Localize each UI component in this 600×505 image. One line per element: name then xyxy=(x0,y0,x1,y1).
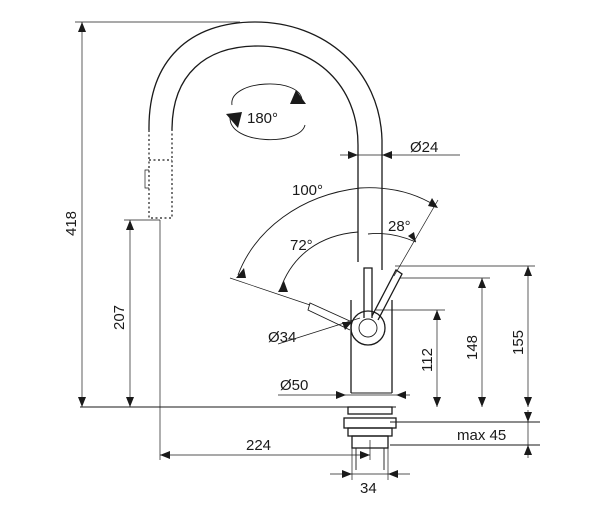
dim-24-arrow-left xyxy=(348,151,358,159)
dim-112-arrow-top xyxy=(433,310,441,320)
dim-418-arrow-top xyxy=(78,22,86,32)
dim-spout-height: 207 xyxy=(111,219,160,407)
dim-418-arrow-bottom xyxy=(78,397,86,407)
dim-418-label: 418 xyxy=(63,211,80,236)
base-plate xyxy=(347,406,393,415)
dim-45-arrow-top xyxy=(524,412,532,422)
spout-inner-curve xyxy=(171,45,359,262)
dim-reach: 224 xyxy=(159,220,371,460)
dim-body-height-a: 148 xyxy=(400,277,490,407)
dim-counter-max: max 45 xyxy=(457,410,532,458)
lever-hub-inner xyxy=(358,318,378,338)
lever-vertical xyxy=(363,267,373,318)
arrow-72-left xyxy=(278,281,288,292)
dim-224-arrow-left xyxy=(160,451,170,459)
arc-72 xyxy=(279,231,359,291)
dim-50-label: Ø50 xyxy=(280,377,308,394)
rotation-arrow-lower xyxy=(226,112,242,128)
dim-224-label: 224 xyxy=(246,437,271,454)
faucet-outline xyxy=(144,21,403,394)
dim-207-arrow-bottom xyxy=(126,397,134,407)
dim-34-label: Ø34 xyxy=(268,329,296,346)
dim-155-label: 155 xyxy=(510,330,527,355)
mount-nut-upper xyxy=(343,417,397,429)
swing-angles: 100° 72° 28° xyxy=(229,182,439,306)
dim-50-arrow-right xyxy=(396,391,406,399)
dim-body-height-b: 155 xyxy=(395,265,535,407)
dim-total-height: 418 xyxy=(63,21,240,407)
rotation-arrow-upper xyxy=(290,90,306,104)
dim-112-label: 112 xyxy=(419,348,436,372)
lever-hub xyxy=(350,310,386,346)
dim-148-arrow-bottom xyxy=(478,397,486,407)
dim-45-label: max 45 xyxy=(457,427,506,444)
dim-34w-arrow-right xyxy=(388,470,398,478)
dim-34-arrow xyxy=(342,322,352,330)
rotation-arc-lower xyxy=(229,117,306,141)
dim-base-diameter: Ø50 xyxy=(278,377,410,399)
spout-outer-curve xyxy=(148,21,383,270)
mount-nut-mid xyxy=(347,427,393,437)
dim-207-label: 207 xyxy=(111,305,128,330)
dim-50-arrow-left xyxy=(336,391,346,399)
arc-28 xyxy=(367,233,417,243)
dim-112-arrow-bottom xyxy=(433,397,441,407)
arrow-100-right xyxy=(428,198,438,208)
swing-radial-left xyxy=(229,277,311,306)
lever-tilted xyxy=(371,269,403,321)
dim-155-arrow-bottom xyxy=(524,397,532,407)
lever-swung xyxy=(307,302,353,331)
dim-24-label: Ø24 xyxy=(410,139,438,156)
dim-207-arrow-top xyxy=(126,220,134,230)
dim-155-arrow-top xyxy=(524,266,532,276)
angle-72-label: 72° xyxy=(290,237,313,254)
rotation-indicator: 180° xyxy=(226,83,306,141)
dim-148-label: 148 xyxy=(464,335,481,360)
dim-148-arrow-top xyxy=(478,278,486,288)
dim-base-width: 34 xyxy=(330,448,410,497)
arrow-28-right xyxy=(408,232,416,242)
rotation-arc-upper xyxy=(231,83,303,106)
spray-head xyxy=(148,130,173,219)
dim-pipe-diameter: Ø24 xyxy=(340,139,460,159)
rotation-label: 180° xyxy=(247,110,278,127)
spray-button xyxy=(144,169,149,189)
angle-28-label: 28° xyxy=(388,218,411,235)
arc-100 xyxy=(237,187,437,276)
dim-lever-height: 112 xyxy=(376,309,445,407)
dim-34w-label: 34 xyxy=(360,480,377,497)
angle-100-label: 100° xyxy=(292,182,323,199)
swing-radial-right xyxy=(393,199,439,277)
dim-24-arrow-right xyxy=(382,151,392,159)
dim-body-diameter: Ø34 xyxy=(268,317,361,346)
dim-45-arrow-bottom xyxy=(524,445,532,455)
arrow-100-left xyxy=(236,268,246,278)
dim-34w-arrow-left xyxy=(342,470,352,478)
dim-224-arrow-right xyxy=(360,451,370,459)
